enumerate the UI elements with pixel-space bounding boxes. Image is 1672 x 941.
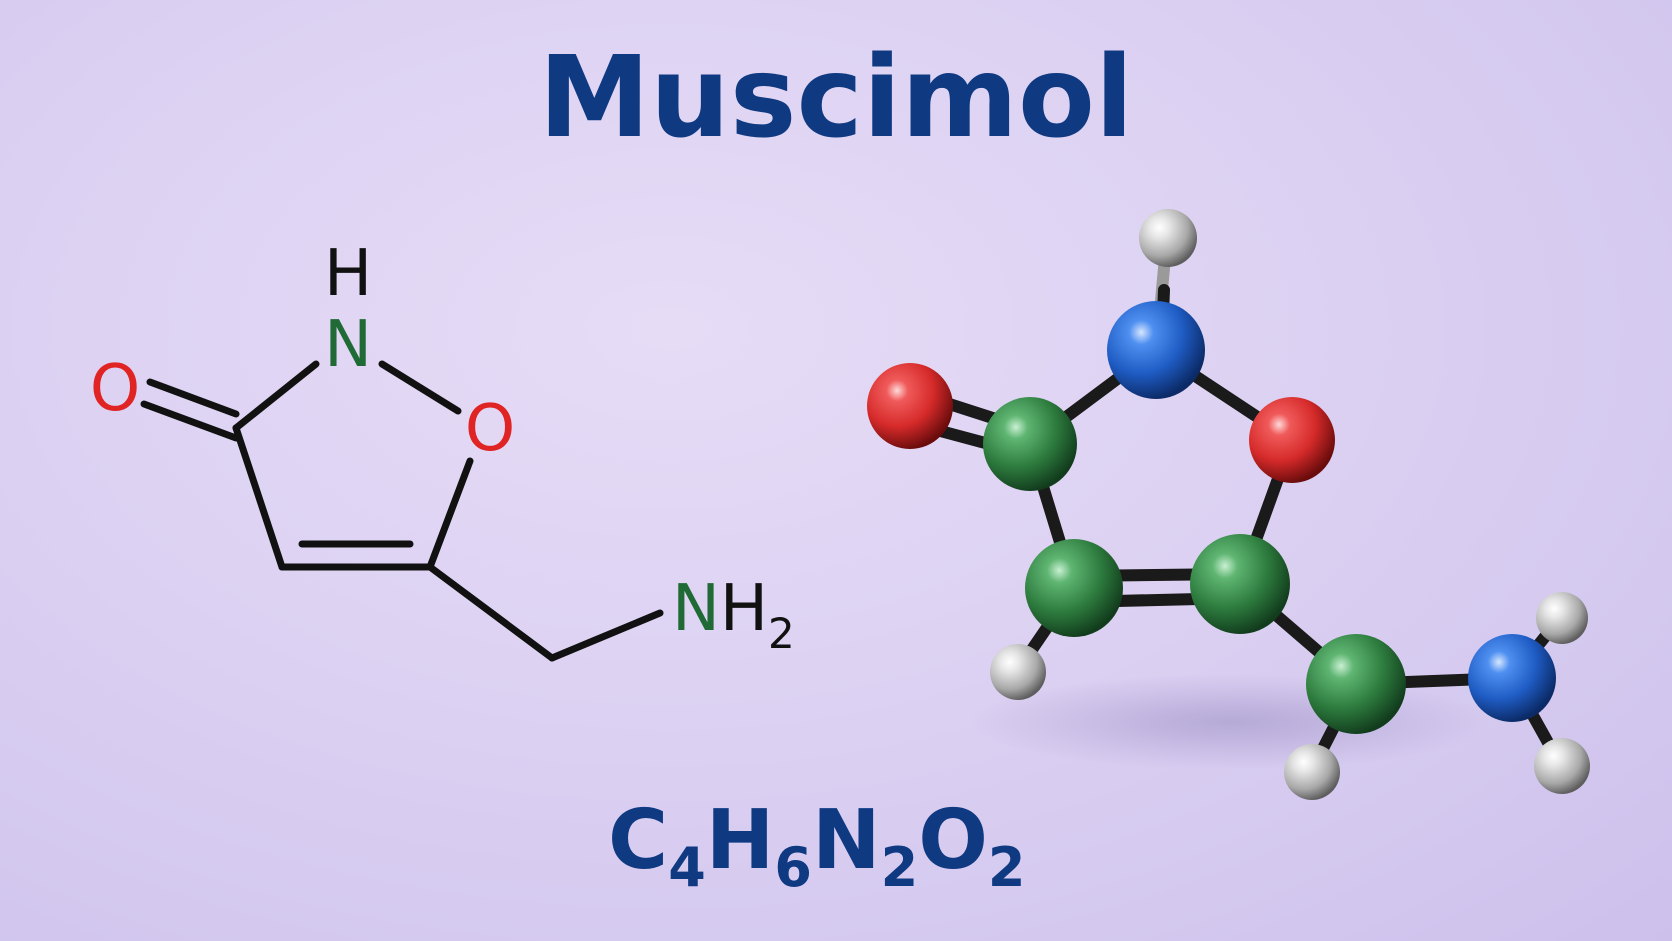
ball-and-stick-model [867,209,1590,800]
formula-symbol-h: H [706,793,775,888]
skeletal-bonds [140,360,664,662]
ball-hydrogen-c4 [990,644,1046,700]
atom-label-nh2-h: H [720,572,768,646]
ball-carbon-c5 [1190,534,1290,634]
formula-symbol-n: N [812,793,881,888]
bond-ch2-nh2 [548,609,664,662]
ball-carbon-c3 [983,397,1077,491]
model-shadow [970,674,1490,770]
ball-nitrogen-ring [1107,301,1205,399]
ball-carbon-c4 [1025,539,1123,637]
atom-label-n-ring: N [324,308,372,382]
formula-count-c: 4 [668,836,706,899]
atom-label-nh2: NH2 [672,572,795,658]
ball-nitrogen-nh2 [1468,634,1556,722]
atom-label-o-ring: O [465,392,515,466]
formula-count-h: 6 [774,836,812,899]
formula-count-n: 2 [881,836,919,899]
bond-c3-o-upper [146,378,240,418]
atom-label-nh2-n: N [672,572,720,646]
bond-c3-o-lower [140,400,240,442]
bond-c4-c3 [232,424,286,571]
atom-label-o-carbonyl: O [90,352,140,426]
skeletal-structure: H N O O NH2 [90,237,795,662]
page-title: Muscimol [539,33,1134,163]
atom-label-h: H [324,237,372,311]
ball-carbon-c6 [1306,634,1406,734]
ball-hydrogen-n [1139,209,1197,267]
bond-c3-n2 [232,360,320,432]
ball-hydrogen-nh2-bottom [1534,738,1590,794]
ball-oxygen-ring [1249,397,1335,483]
ball-hydrogen-c6 [1284,744,1340,800]
ball-oxygen-carbonyl [867,363,953,449]
bond-c5-ch2 [426,563,556,662]
atom-label-nh2-sub: 2 [768,609,795,658]
molecular-formula: C4H6N2O2 [608,793,1026,899]
bond-n2-o1 [378,360,462,415]
formula-symbol-c: C [608,793,668,888]
formula-count-o: 2 [988,836,1026,899]
formula-symbol-o: O [918,793,988,888]
bond-o1-c5 [426,457,474,571]
ball-hydrogen-nh2-top [1536,592,1588,644]
